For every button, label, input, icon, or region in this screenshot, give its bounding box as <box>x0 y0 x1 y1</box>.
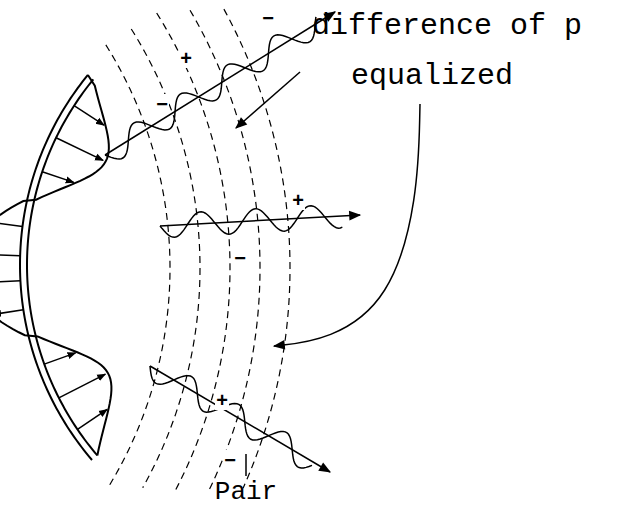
displacement-arrow <box>56 138 103 161</box>
plate-edge <box>20 75 92 460</box>
pointer-arrow <box>236 72 300 128</box>
leader-line <box>245 454 247 476</box>
minus-sign: − <box>155 94 169 114</box>
curved-pointer-arrow <box>274 104 420 346</box>
wave-rays <box>105 12 360 472</box>
vibrating-plate <box>0 75 111 460</box>
plus-sign: + <box>179 48 193 68</box>
ray-axis <box>150 366 330 472</box>
mode-shape <box>0 75 111 456</box>
minus-sign: − <box>233 248 247 268</box>
displacement-arrow <box>78 409 108 429</box>
plus-sign: + <box>215 390 229 410</box>
displacement-arrow <box>59 374 106 398</box>
plate-edge <box>27 79 97 455</box>
annotation-text: equalized <box>351 61 513 91</box>
wavefront-arc <box>131 29 200 488</box>
wavefront-arc <box>224 9 290 488</box>
displacement-arrow <box>0 223 22 227</box>
displacement-arrow <box>0 310 23 315</box>
displacement-arrow <box>0 281 20 284</box>
pressure-wave <box>105 17 316 159</box>
wavefront-arc <box>190 10 260 490</box>
displacement-arrow <box>0 254 20 256</box>
pressure-wave <box>160 206 342 237</box>
leader-lines <box>236 72 420 476</box>
annotation-text: Pair <box>215 479 277 505</box>
plus-sign: + <box>291 190 305 210</box>
minus-sign: − <box>223 450 237 470</box>
ray-axis <box>105 12 335 155</box>
wavefront-arcs <box>106 9 290 490</box>
displacement-arrow <box>74 106 104 125</box>
displacement-arrow <box>44 353 75 364</box>
wavefront-arc <box>106 45 170 488</box>
minus-sign: − <box>261 8 275 28</box>
annotation-text: difference of p <box>312 11 582 41</box>
displacement-arrow <box>42 172 74 183</box>
